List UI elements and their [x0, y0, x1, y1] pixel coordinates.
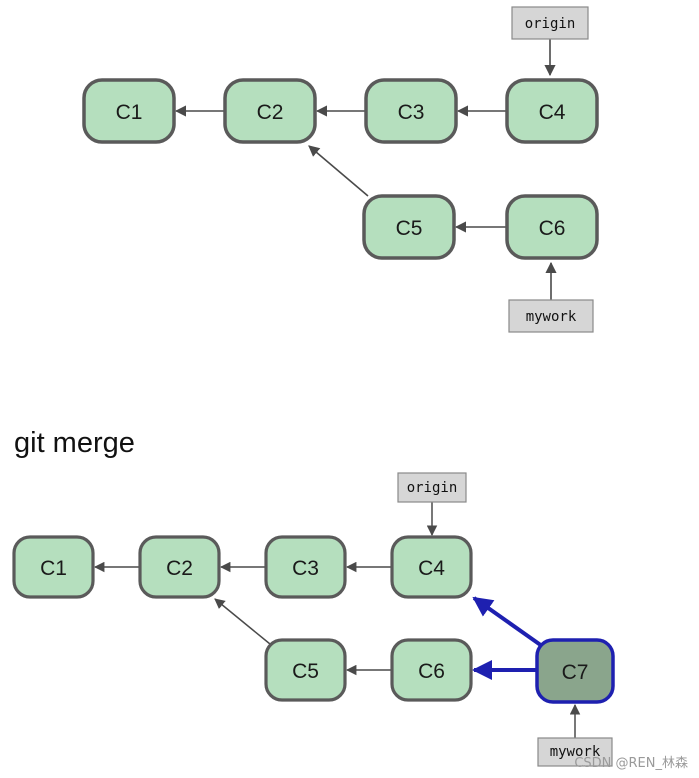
- commit-label: C1: [116, 101, 143, 124]
- commit-label: C7: [562, 661, 589, 684]
- commit-node: C5: [362, 194, 456, 260]
- bottom-diagram: C1 C2 C3 C4 C5 C6 C7 origin: [12, 472, 615, 767]
- commit-label: C4: [418, 557, 445, 580]
- commit-node: C6: [390, 638, 473, 702]
- merge-commit-node: C7: [535, 638, 615, 704]
- commit-node: C3: [364, 78, 458, 144]
- branch-label: mywork: [526, 309, 577, 325]
- branch-label: mywork: [550, 744, 601, 760]
- edge-c5-c2: [214, 598, 271, 645]
- commit-label: C3: [292, 557, 319, 580]
- commit-label: C2: [166, 557, 193, 580]
- commit-label: C4: [539, 101, 566, 124]
- merge-edge-c7-c4: [472, 596, 544, 648]
- commit-label: C2: [257, 101, 284, 124]
- commit-node: C2: [223, 78, 317, 144]
- branch-tag-origin: origin: [397, 472, 467, 503]
- branch-label: origin: [407, 480, 458, 496]
- commit-node: C3: [264, 535, 347, 599]
- commit-label: C5: [292, 660, 319, 683]
- commit-label: C6: [539, 217, 566, 240]
- commit-label: C6: [418, 660, 445, 683]
- branch-tag-origin: origin: [511, 6, 589, 40]
- watermark: CSDN @REN_林森: [574, 756, 688, 771]
- branch-label: origin: [525, 16, 576, 32]
- branch-tag-mywork: mywork: [508, 299, 594, 333]
- commit-node: C2: [138, 535, 221, 599]
- commit-label: C5: [396, 217, 423, 240]
- commit-label: C3: [398, 101, 425, 124]
- commit-node: C1: [82, 78, 176, 144]
- top-diagram: C1 C2 C3 C4 C5 C6 origin mywork: [82, 6, 599, 333]
- commit-node: C1: [12, 535, 95, 599]
- commit-node: C4: [505, 78, 599, 144]
- edge-c5-c2: [308, 145, 369, 197]
- branch-tag-mywork: mywork: [537, 737, 613, 767]
- commit-label: C1: [40, 557, 67, 580]
- commit-node: C5: [264, 638, 347, 702]
- commit-node: C4: [390, 535, 473, 599]
- commit-node: C6: [505, 194, 599, 260]
- section-heading: git merge: [14, 427, 135, 459]
